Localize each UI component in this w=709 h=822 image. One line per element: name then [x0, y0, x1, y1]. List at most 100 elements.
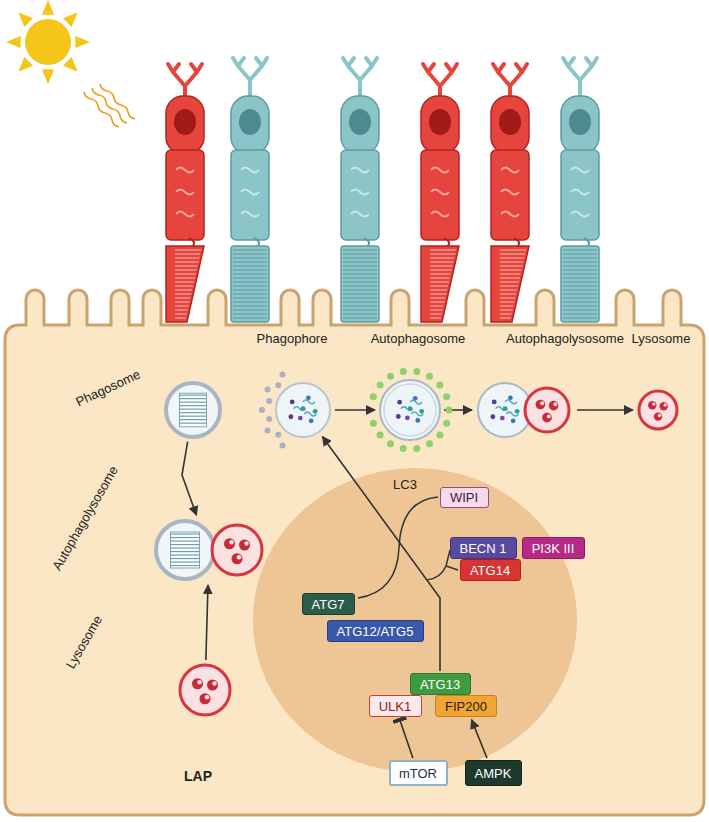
- disc: [343, 305, 377, 306]
- disc: [175, 297, 190, 298]
- protein-box: ATG13: [410, 673, 471, 695]
- disc: [180, 423, 207, 424]
- bracket-line: [446, 566, 458, 570]
- vesicle: Autophagolysosome: [153, 518, 265, 582]
- disc: [343, 317, 377, 318]
- disc: [430, 281, 449, 282]
- lc3-dot: [400, 368, 407, 375]
- protein-label: PI3K III: [532, 541, 575, 556]
- disc: [175, 293, 191, 294]
- inner-segment: [341, 150, 379, 240]
- disc: [563, 249, 597, 250]
- vesicle-label: Lysosome: [63, 613, 105, 671]
- soma: [231, 96, 269, 154]
- dendrite: [168, 64, 202, 100]
- disc: [430, 265, 453, 266]
- disc: [175, 301, 189, 302]
- disc: [233, 249, 267, 250]
- disc: [563, 281, 597, 282]
- protein-label: LC3: [393, 477, 417, 492]
- cargo-dot: [309, 418, 314, 423]
- disc: [180, 409, 207, 410]
- lc3-dot: [443, 420, 450, 427]
- enzyme-notch: [197, 680, 202, 685]
- disc: [171, 565, 200, 566]
- disc: [233, 269, 267, 270]
- pathway-label: LAP: [184, 768, 212, 784]
- cargo-dot: [313, 409, 318, 414]
- outer-segment-fragment: [171, 532, 200, 568]
- protein-box: BECN 1: [450, 537, 517, 559]
- cone-cell: [421, 64, 459, 322]
- cargo-strand: [506, 412, 518, 416]
- pathway-arrow: [472, 720, 487, 758]
- disc: [343, 285, 377, 286]
- autophagosome-outer-membrane: [380, 380, 440, 440]
- outer-segment: [421, 246, 459, 322]
- dendrite: [493, 64, 527, 100]
- disc: [500, 273, 521, 274]
- vesicle-label: Autophagolysosome: [49, 463, 121, 573]
- disc: [430, 289, 447, 290]
- cargo-dot: [288, 414, 293, 419]
- disc: [563, 261, 597, 262]
- mitochondrion: [351, 212, 369, 217]
- cone-cell: [491, 64, 529, 322]
- soma: [561, 96, 599, 154]
- disc: [500, 309, 513, 310]
- disc: [430, 249, 456, 250]
- cell-nucleus: [174, 109, 196, 135]
- cell-nucleus: [239, 109, 261, 135]
- disc: [180, 398, 207, 399]
- disc: [500, 281, 519, 282]
- protein-box: AMPK: [465, 760, 522, 786]
- disc: [343, 297, 377, 298]
- disc: [171, 540, 200, 541]
- disc: [175, 285, 193, 286]
- disc: [233, 281, 267, 282]
- outer-segment-fragment: [180, 393, 207, 426]
- vesicle: Lysosome: [177, 662, 233, 718]
- lc3-dot: [377, 381, 384, 388]
- sun-ray: [42, 69, 54, 84]
- cargo-dot: [511, 418, 516, 423]
- vesicle: Autophagosome: [378, 378, 442, 442]
- sun-ray: [63, 57, 78, 72]
- dendrite: [233, 58, 267, 100]
- bracket-line: [358, 497, 438, 598]
- inner-segment: [421, 150, 459, 240]
- disc: [233, 305, 267, 306]
- protein-label: AMPK: [475, 766, 512, 781]
- sun-ray: [75, 36, 90, 48]
- disc: [430, 313, 442, 314]
- pathway-arrow: [206, 585, 208, 660]
- disc: [430, 317, 441, 318]
- mitochondrion: [241, 190, 259, 195]
- cargo-strand: [401, 407, 413, 411]
- disc: [180, 419, 207, 420]
- disc: [500, 261, 523, 262]
- disc: [175, 309, 188, 310]
- disc: [430, 257, 454, 258]
- disc: [563, 305, 597, 306]
- enzyme: [200, 693, 211, 704]
- soma: [421, 96, 459, 154]
- disc: [233, 309, 267, 310]
- disc: [233, 313, 267, 314]
- disc: [343, 257, 377, 258]
- disc: [500, 277, 520, 278]
- vesicle-drawing: [273, 380, 333, 440]
- disc: [175, 261, 198, 262]
- disc: [175, 257, 199, 258]
- vesicle-label: Autophagosome: [371, 331, 466, 346]
- cargo-strand: [303, 400, 315, 404]
- pathway-arrow: [577, 409, 633, 411]
- disc: [563, 257, 597, 258]
- vesicle-label: Phagosome: [73, 367, 142, 410]
- disc: [171, 558, 200, 559]
- vesicle-label: Phagophore: [257, 331, 328, 346]
- disc: [430, 269, 452, 270]
- cargo-dot: [492, 400, 497, 405]
